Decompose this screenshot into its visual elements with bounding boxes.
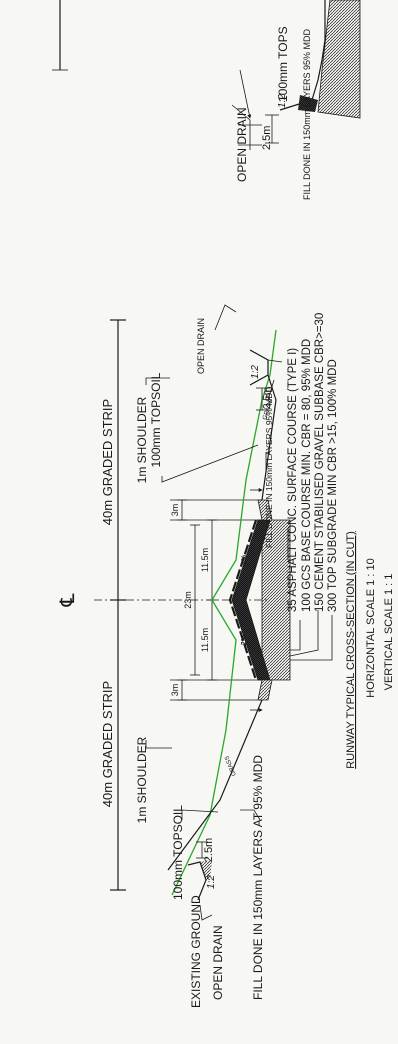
layer-callouts: 35 ASPHALT CONC. SURFACE COURSE (TYPE I)… [287, 313, 339, 661]
partial-open-drain-label: OPEN DRAIN [235, 107, 249, 182]
asphalt-surface [228, 519, 258, 681]
right-topsoil: 100mm TOPSOIL [149, 372, 259, 483]
topsoil-left-label: 100mm TOPSOIL [171, 805, 185, 900]
dim-2-5m-right: 2.5m [262, 387, 273, 409]
slope-left: 1:2 [206, 875, 217, 889]
vertical-scale: VERTICAL SCALE 1 : 1 [383, 574, 395, 691]
runway-dimensions: 23m 11.5m 11.5m 3m 3m [170, 499, 262, 701]
open-drain-left-label: OPEN DRAIN [211, 925, 225, 1000]
layer-subgrade: 300 TOP SUBGRADE MIN CBR >15, 100% MDD [327, 359, 339, 612]
dim-23m: 23m [183, 591, 193, 609]
dim-11-5m-left: 11.5m [200, 628, 210, 652]
partial-topsoil-label: 100mm TOPS [276, 26, 290, 102]
pavement-structure: 2% 2% [228, 488, 291, 712]
partial-hatched-layers [317, 0, 361, 119]
horizontal-scale: HORIZONTAL SCALE 1 : 10 [365, 558, 377, 697]
layer-asphalt: 35 ASPHALT CONC. SURFACE COURSE (TYPE I) [287, 348, 299, 612]
graded-strip-dimension: 40m GRADED STRIP 40m GRADED STRIP [100, 319, 126, 891]
graded-strip-right-label: 40m GRADED STRIP [100, 399, 115, 525]
crossfall-right: 2% [241, 554, 248, 565]
partial-slope-label: 1:2 [277, 94, 288, 108]
drain-right: 1:2 2.5m OPEN DRAIN [196, 304, 283, 411]
partial-drain-fill [298, 95, 318, 112]
section-title: RUNWAY TYPICAL CROSS-SECTION (IN CUT) [345, 531, 357, 769]
title-block: RUNWAY TYPICAL CROSS-SECTION (IN CUT) HO… [345, 531, 395, 769]
subgrade-layer [257, 499, 291, 701]
partial-width-label: 2.5m [261, 126, 273, 150]
dim-3m-right: 3m [170, 504, 180, 517]
layer-base: 100 GCS BASE COURSE MIN. CBR = 80, 95% M… [301, 339, 313, 612]
left-labels: 100mm TOPSOIL EXISTING GROUND OPEN DRAIN [171, 805, 225, 1008]
topsoil-right-label: 100mm TOPSOIL [149, 372, 163, 467]
existing-ground-label: EXISTING GROUND [189, 895, 203, 1008]
fill-note-right: FILL DONE IN 150mm LAYERS 95% MDD [264, 386, 274, 548]
graded-strip-left-label: 40m GRADED STRIP [100, 681, 115, 807]
existing-ground-line [171, 329, 277, 896]
layer-subbase: 150 CEMENT STABILISED GRAVEL SUBBASE CBR… [314, 313, 326, 612]
drain-left: 1:2 2.5m [187, 838, 217, 901]
base-course-layer [231, 519, 271, 681]
dim-11-5m-right: 11.5m [200, 548, 210, 572]
open-drain-right-label: OPEN DRAIN [196, 318, 206, 374]
slope-right: 1:2 [250, 365, 261, 379]
shoulder-left-label: 1m SHOULDER [135, 736, 149, 823]
shoulder-right-label: 1m SHOULDER [135, 396, 149, 483]
partial-section-top: 1:2 100mm TOPS 2.5m OPEN DRAIN FILL DONE… [52, 0, 361, 200]
dim-3m-left: 3m [170, 684, 180, 697]
partial-fill-note: FILL DONE IN 150mm LAYERS 95% MDD [302, 28, 312, 200]
centerline-symbol: ℄ [57, 593, 79, 607]
fill-note-left: FILL DONE IN 150mm LAYERS AT 95% MDD [251, 755, 265, 1000]
crossfall-left: 2% [241, 634, 248, 645]
dim-2-5m-left: 2.5m [203, 838, 215, 862]
